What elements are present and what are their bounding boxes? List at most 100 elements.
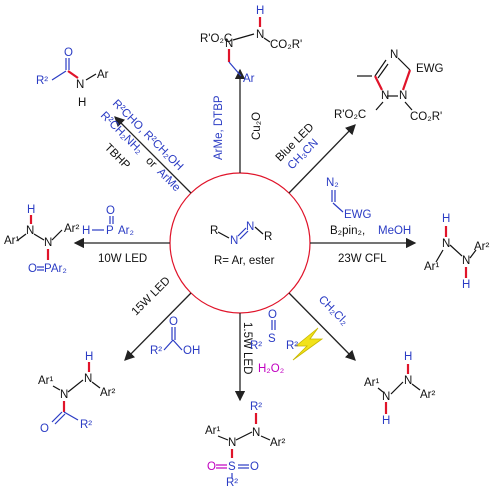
right-p-n2: N — [462, 255, 470, 267]
top-product: R'O₂C N N H CO₂R' Ar — [200, 5, 302, 85]
right-p-ar1: Ar¹ — [424, 261, 440, 273]
arrow-bottom-left — [124, 292, 192, 361]
br-p-n2: N — [404, 375, 412, 387]
sulfinate-r2: R² — [286, 340, 298, 352]
bottom-left-cond: 15W LED — [130, 275, 173, 318]
top-left-reagent2-b: or — [143, 155, 159, 171]
l-p-o: O — [28, 263, 37, 275]
l-p-ar2: Ar² — [64, 223, 80, 235]
b-p-ar1: Ar¹ — [205, 425, 221, 437]
b-p-ar2: Ar² — [270, 437, 286, 449]
top-p-h: H — [256, 5, 264, 17]
left-reagent-p: P — [106, 225, 114, 237]
l-p-ar1: Ar¹ — [4, 235, 20, 247]
left-reagent-o: O — [106, 205, 115, 217]
br-p-ar2: Ar² — [420, 389, 436, 401]
bl-p-ar2: Ar² — [100, 387, 116, 399]
bl-p-ar1: Ar¹ — [38, 375, 54, 387]
center-r-left: R — [210, 225, 218, 237]
l-p-p: PAr₂ — [44, 263, 67, 275]
bl-p-n2: N — [84, 373, 92, 385]
tr-p-left: R'O₂C — [334, 109, 366, 121]
b-p-s: S — [228, 461, 236, 473]
bottom-product: Ar¹ N N Ar² R² O S O R² — [205, 401, 286, 486]
central-azo-compound: R N N R R= Ar, ester — [210, 221, 275, 267]
tl-p-ar: Ar — [97, 69, 109, 81]
l-p-n1: N — [26, 225, 34, 237]
diazo-reagent: N₂ EWG — [326, 177, 372, 221]
arrow-bottom-right — [288, 292, 356, 361]
tl-p-o: O — [64, 47, 73, 59]
br-p-n1: N — [382, 391, 390, 403]
right-p-h1: H — [442, 213, 450, 225]
phosphine-oxide-reagent: O H P Ar₂ — [82, 205, 134, 237]
left-reagent-ar: Ar₂ — [118, 225, 134, 237]
b-p-o1: O — [207, 461, 216, 473]
l-p-n2: N — [44, 237, 52, 249]
b-p-n2: N — [252, 427, 260, 439]
acid-reagent: R² O OH — [150, 316, 200, 357]
tl-p-n: N — [76, 79, 84, 91]
tl-p-h: H — [78, 97, 86, 109]
right-p-n1: N — [442, 238, 450, 250]
left-cond: 10W LED — [98, 253, 147, 265]
top-p-left: R'O₂C — [200, 33, 232, 45]
l-p-h: H — [27, 204, 35, 216]
sulfinate-r1: R² — [250, 340, 262, 352]
bl-p-h: H — [85, 351, 93, 363]
lightning-icon — [292, 327, 324, 361]
right-cond1-a: B₂pin₂, — [330, 225, 365, 237]
left-reagent-h: H — [82, 225, 90, 237]
b-p-r2: R² — [250, 401, 262, 413]
acid-o: O — [169, 316, 178, 328]
sulfinate-s: S — [268, 333, 276, 345]
center-n2: N — [246, 221, 254, 233]
sulfinate-reagent: O R² S R² H₂O₂ — [250, 309, 298, 375]
bl-p-r2: R² — [80, 419, 92, 431]
tr-p-right: CO₂R' — [410, 111, 442, 123]
tr-p-n: N — [390, 49, 398, 61]
bottom-cond: 1.5W LED — [241, 322, 253, 374]
b-p-r2b: R² — [226, 477, 238, 486]
right-p-ar2: Ar² — [474, 241, 490, 253]
bl-p-o: O — [40, 423, 49, 435]
acid-r2: R² — [150, 345, 162, 357]
b-p-o2: O — [250, 461, 259, 473]
diazo-n2: N₂ — [326, 177, 339, 189]
center-n1: N — [230, 235, 238, 247]
br-p-h2: H — [382, 415, 390, 427]
arrow-top-left — [114, 116, 192, 194]
br-p-h1: H — [404, 351, 412, 363]
tr-p-n1: N — [381, 90, 389, 102]
tl-p-r2: R² — [36, 75, 48, 87]
top-left-product: O R² N H Ar — [36, 47, 109, 109]
top-reagent2: Cu₂O — [251, 112, 263, 140]
right-cond1-b: MeOH — [378, 225, 411, 237]
tr-p-ewg: EWG — [416, 63, 444, 75]
top-p-n2: N — [256, 29, 264, 41]
center-note: R= Ar, ester — [214, 255, 275, 267]
diazo-ewg: EWG — [344, 209, 372, 221]
top-right-product: N N N EWG R'O₂C CO₂R' — [334, 49, 444, 123]
right-cond2: 23W CFL — [338, 253, 387, 265]
right-p-h2: H — [462, 279, 470, 291]
bl-p-n1: N — [60, 389, 68, 401]
br-p-ar1: Ar¹ — [364, 377, 380, 389]
top-p-right: CO₂R' — [270, 39, 302, 51]
sulfinate-o: O — [268, 309, 277, 321]
center-r-right: R — [264, 231, 272, 243]
center-circle — [169, 172, 311, 314]
bottom-left-product: Ar¹ N N Ar² H O R² — [38, 351, 116, 435]
oxidant: H₂O₂ — [258, 363, 284, 375]
tr-p-n2: N — [399, 90, 407, 102]
bottom-right-solvent: CH₂Cl₂ — [316, 294, 350, 328]
right-product: Ar¹ N N Ar² H H — [424, 213, 490, 291]
acid-oh: OH — [183, 345, 200, 357]
left-product: Ar¹ N N Ar² H O PAr₂ — [4, 204, 80, 275]
top-p-ar: Ar — [243, 73, 255, 85]
bottom-right-product: Ar¹ N N Ar² H H — [364, 351, 436, 427]
arrow-top-right — [288, 124, 356, 194]
top-p-n1: N — [225, 38, 233, 50]
